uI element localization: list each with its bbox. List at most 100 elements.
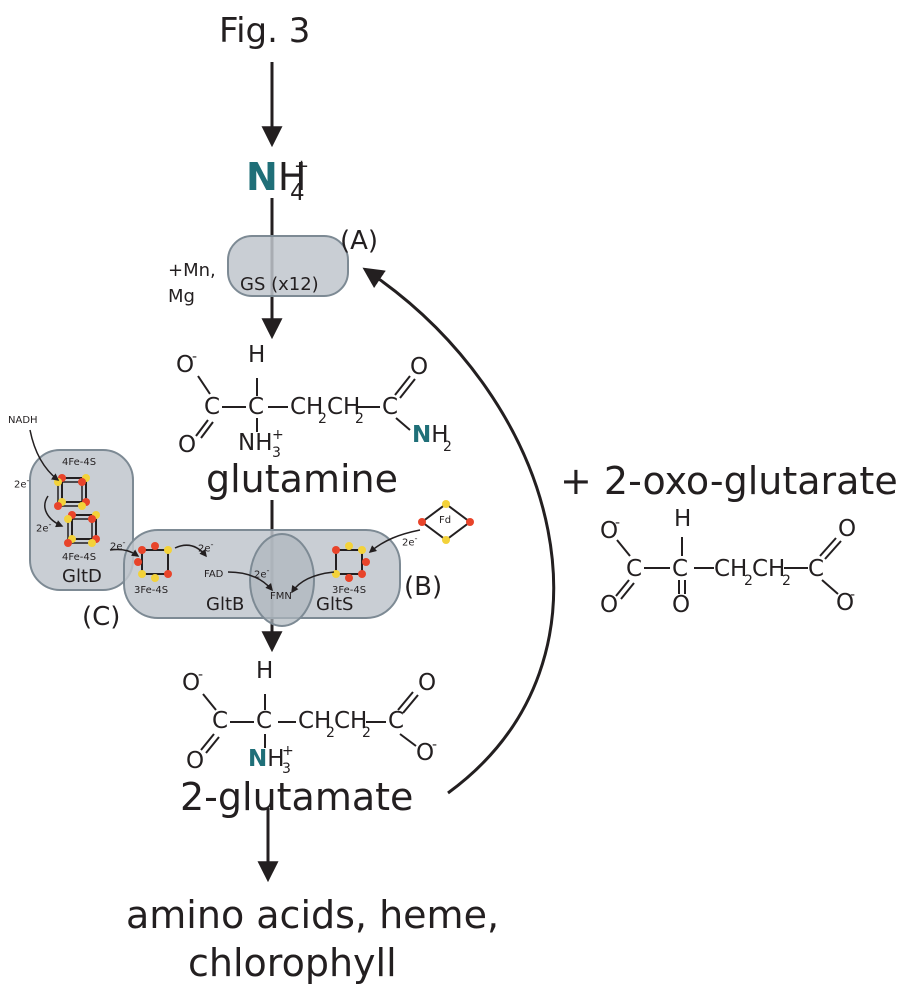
gln-o-bottom: O (178, 432, 197, 458)
gs-label: GS (x12) (240, 274, 319, 295)
cluster-3fe4s-gltb (134, 542, 172, 582)
electron-label-1: 2e- (14, 476, 30, 490)
recycle-arrow (362, 267, 556, 795)
oxo-h: H (674, 506, 692, 532)
oxo-c3: C (808, 556, 825, 582)
electron-label-1-sup: - (26, 475, 30, 485)
glutamine-bonds (195, 375, 416, 439)
electron-label-6: 2e- (402, 534, 418, 548)
glu-o-bottom-left: O (186, 748, 205, 774)
gln-ch2-2: CH (327, 394, 361, 420)
gltd-cluster-bottom: 4Fe-4S (62, 552, 97, 563)
gln-c1: C (204, 394, 221, 420)
gln-o-minus-charge: - (192, 349, 198, 365)
gln-ch2-1-sub: 2 (318, 411, 327, 427)
oxo-o-keto: O (672, 592, 691, 618)
fd-label: Fd (439, 515, 452, 526)
electron-label-3: 2e- (110, 538, 126, 552)
nadh-label: NADH (8, 415, 38, 426)
electron-label-3-sup: - (122, 537, 126, 547)
glutamine-name: glutamine (206, 457, 398, 501)
oxoglutarate-name: + 2-oxo-glutarate (560, 459, 898, 503)
ammonium-n: N (246, 155, 278, 199)
gs-enzyme-shape (227, 235, 349, 297)
electron-label-4-text: 2e (198, 543, 211, 555)
oxo-c1: C (626, 556, 643, 582)
glu-amine-n: N (248, 746, 268, 772)
glu-c3: C (388, 708, 405, 734)
electron-label-1-text: 2e (14, 479, 27, 491)
glts-label: GltS (316, 594, 354, 615)
electron-label-4: 2e- (198, 540, 214, 554)
gltd-tag: (C) (82, 602, 121, 632)
glu-h: H (256, 658, 274, 684)
glts-tag: (B) (404, 572, 443, 602)
pathway-diagram: Fig. 3 NH + 4 +Mn, Mg GS (x12) (A) O - H… (8, 14, 898, 985)
products-line-2: chlorophyll (188, 941, 397, 985)
gltd-label: GltD (62, 566, 102, 587)
arrow-cluster-to-fad (174, 544, 207, 558)
gln-nh3: NH (238, 430, 273, 456)
glu-ch2-1-sub: 2 (326, 725, 335, 741)
electron-label-2-text: 2e (36, 523, 49, 535)
glts-cluster: 3Fe-4S (332, 585, 367, 596)
arrow-cluster-top-to-bottom (44, 495, 64, 528)
arrow-glts-to-fmn (291, 571, 335, 594)
gln-nh3-charge: + (272, 427, 284, 443)
gln-c2: C (248, 394, 265, 420)
gln-h: H (248, 342, 266, 368)
glutamate-name: 2-glutamate (180, 775, 414, 819)
glutamate-bonds (200, 691, 419, 754)
gln-nh3-sub: 3 (272, 445, 281, 461)
glu-amine-charge: + (282, 743, 294, 759)
gltb-label: GltB (206, 594, 245, 615)
gln-ch2-1: CH (290, 394, 324, 420)
oxo-o-top-left: O (600, 518, 619, 544)
glu-o-top-right: O (418, 670, 437, 696)
oxo-o-top-right: O (838, 516, 857, 542)
glu-ch2-1: CH (298, 708, 332, 734)
glu-amine-sub: 3 (282, 761, 291, 777)
diagram-graphics (29, 62, 842, 883)
electron-label-4-sup: - (210, 539, 214, 549)
electron-label-2: 2e- (36, 520, 52, 534)
glu-o-bottom-right: O (416, 740, 435, 766)
fad-label: FAD (204, 569, 224, 580)
fmn-domain-shape (249, 533, 315, 627)
oxo-o-bottom-right-charge: - (850, 587, 856, 603)
gln-o-minus: O (176, 352, 195, 378)
gln-amide-sub: 2 (443, 439, 452, 455)
electron-label-2-sup: - (48, 519, 52, 529)
cluster-4fe4s-bottom (64, 511, 100, 547)
gs-tag: (A) (340, 226, 379, 256)
oxo-o-bottom-right: O (836, 590, 855, 616)
electron-label-6-sup: - (414, 533, 418, 543)
cluster-4fe4s-top (54, 474, 90, 510)
ammonium-subscript: 4 (290, 180, 305, 206)
gln-amide-n: N (412, 422, 432, 448)
ammonium-charge: + (294, 156, 310, 177)
glu-o-bottom-right-charge: - (432, 737, 438, 753)
fmn-label: FMN (270, 591, 292, 602)
oxo-ch2-1-sub: 2 (744, 573, 753, 589)
glu-o-minus-top-charge: - (198, 667, 204, 683)
oxo-o-bottom-left: O (600, 592, 619, 618)
arrow-gltd-to-gltb (109, 548, 140, 557)
oxo-c2: C (672, 556, 689, 582)
gltb-cluster: 3Fe-4S (134, 585, 169, 596)
oxo-ch2-2-sub: 2 (782, 573, 791, 589)
ferredoxin-cluster (418, 500, 474, 544)
glu-amine: NH (248, 748, 285, 771)
cluster-3fe4s-glts (332, 542, 370, 582)
glu-amine-h: H (267, 746, 285, 772)
arrow-fad-to-fmn (227, 571, 273, 592)
ammonium-h: H (277, 155, 307, 199)
cofactor-mg: Mg (168, 286, 195, 307)
gln-ch2-2-sub: 2 (355, 411, 364, 427)
products-line-1: amino acids, heme, (126, 893, 500, 937)
electron-label-5-text: 2e (254, 569, 267, 581)
glu-o-minus-top: O (182, 670, 201, 696)
ammonium-label: NH (246, 158, 306, 196)
arrow-nadh-to-cluster (29, 429, 60, 481)
gln-o-top: O (410, 354, 429, 380)
